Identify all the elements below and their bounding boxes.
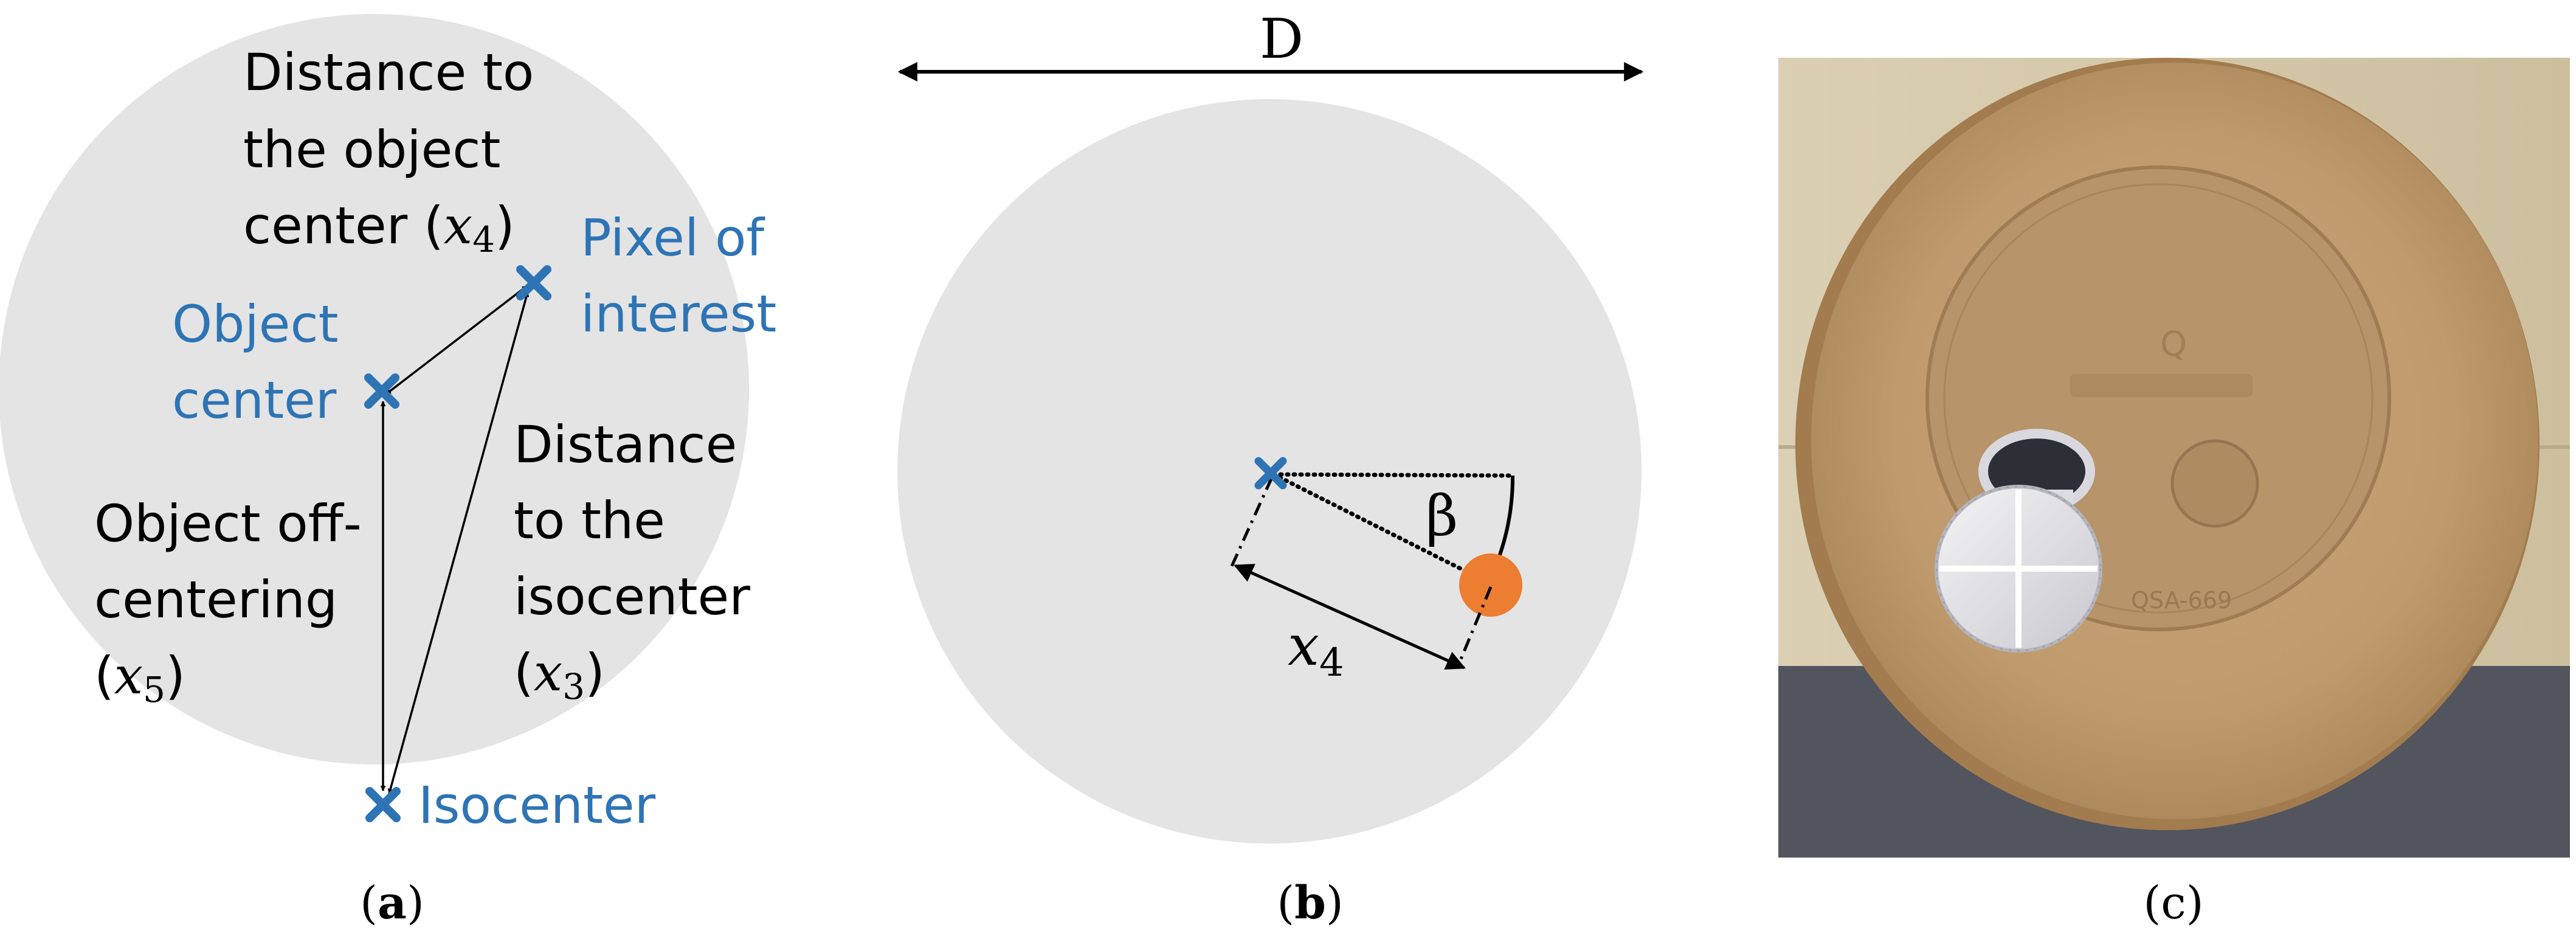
arrow-isocenter-to-pixel bbox=[387, 291, 530, 794]
phantom-insert-ring bbox=[1943, 183, 2374, 614]
dosimeter-ridges bbox=[1936, 486, 2101, 651]
x4-distance-label: x4 bbox=[1288, 613, 1344, 685]
isocenter-label: Isocenter bbox=[418, 775, 656, 835]
isocenter-marker bbox=[365, 787, 401, 822]
x5-subscript: 5 bbox=[143, 669, 165, 710]
object-center-marker bbox=[364, 373, 399, 409]
x4-variable: x bbox=[444, 196, 472, 255]
panel-a: Distance to the object center (x4) Pixel… bbox=[0, 14, 781, 929]
x5-variable: x bbox=[114, 646, 143, 706]
panel-b-object-center-marker bbox=[1254, 457, 1287, 490]
distance-isocenter-label: Distance to the isocenter bbox=[514, 415, 753, 626]
object-center-label: Object center bbox=[172, 294, 354, 430]
panel-a-caption: (a) bbox=[360, 877, 424, 929]
phantom-small-insert bbox=[2170, 439, 2259, 528]
target-circle bbox=[1459, 553, 1522, 617]
panel-b-caption: (b) bbox=[1277, 877, 1344, 929]
phantom-logo-text: Q bbox=[2160, 325, 2187, 364]
phantom-model-text: QSA-669 bbox=[2131, 587, 2232, 614]
panel-c-caption: (c) bbox=[2143, 877, 2203, 929]
panel-b: D β x4 (b) bbox=[897, 7, 1644, 929]
x4-subscript: 4 bbox=[472, 219, 495, 260]
diameter-label: D bbox=[1260, 7, 1304, 71]
object-offcentering-label: Object off- centering bbox=[94, 494, 378, 629]
dotted-horizontal-line bbox=[1271, 472, 1515, 478]
phantom-photo: Q QSA-669 bbox=[1778, 58, 2570, 858]
x5-label: (x5) bbox=[94, 646, 185, 710]
x3-label: (x3) bbox=[514, 643, 605, 707]
x3-variable: x bbox=[534, 643, 562, 702]
phantom-engraving bbox=[2070, 374, 2253, 397]
x4-distance-arrow bbox=[1234, 564, 1466, 670]
distance-object-center-label: Distance to the object center (x4) bbox=[243, 43, 550, 260]
panel-c: Q QSA-669 (c) bbox=[1778, 58, 2570, 929]
pixel-of-interest-marker bbox=[516, 265, 551, 300]
dashdot-left bbox=[1229, 476, 1274, 569]
x3-subscript: 3 bbox=[562, 666, 585, 707]
beta-label: β bbox=[1426, 484, 1458, 549]
pixel-of-interest-label: Pixel of interest bbox=[581, 208, 781, 344]
